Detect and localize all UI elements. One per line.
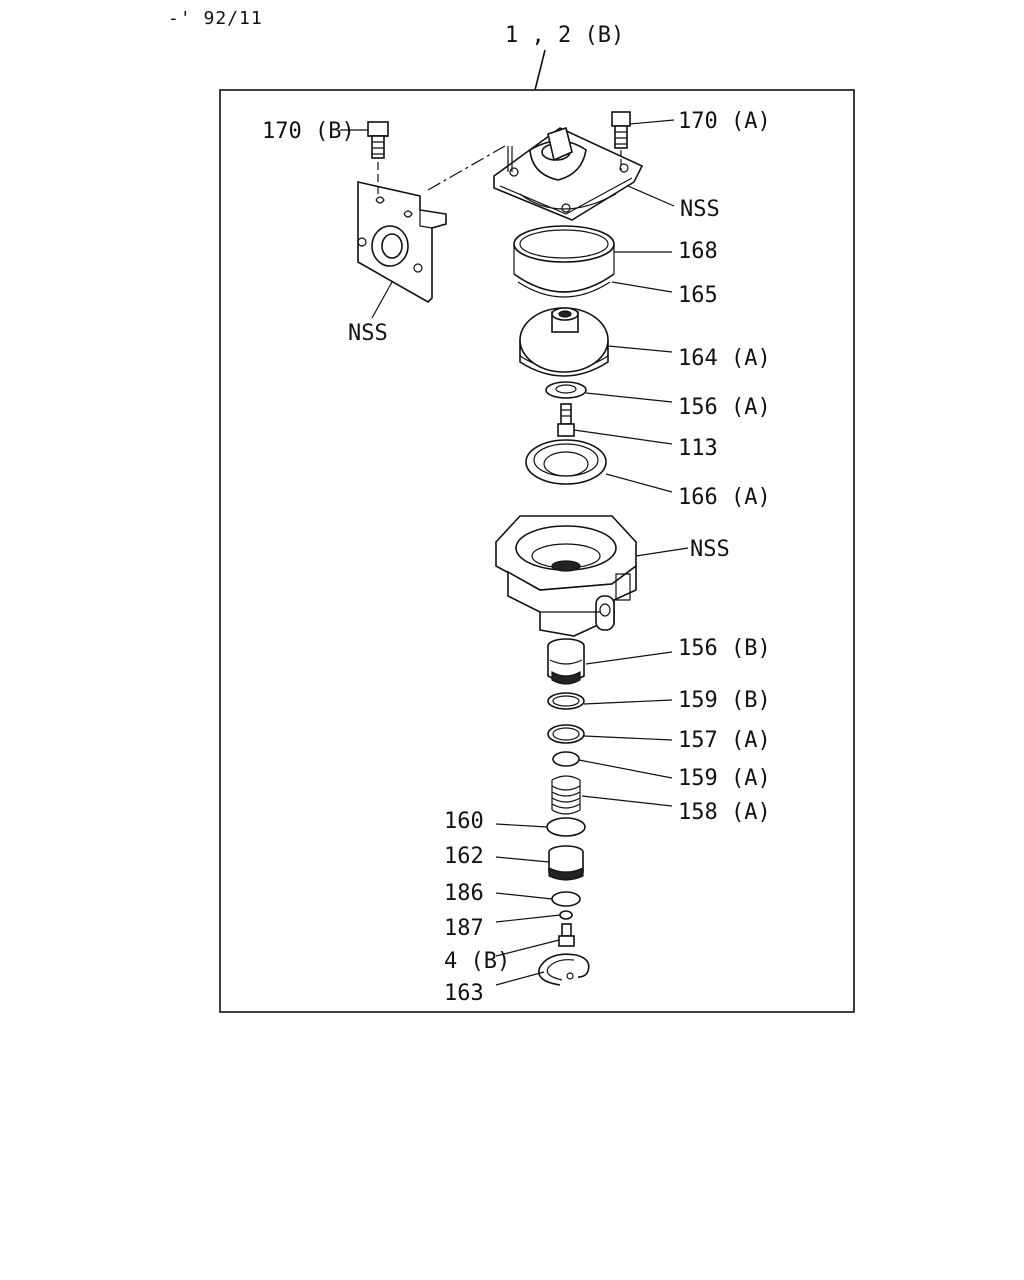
callout-4b: 4 (B) <box>444 949 510 974</box>
valve-seat-156b <box>547 638 585 685</box>
spring-158a <box>551 775 581 815</box>
valve-162 <box>548 845 584 881</box>
seal-ring-168 <box>513 225 615 274</box>
callout-nss-body: NSS <box>690 537 730 562</box>
callout-170b: 170 (B) <box>262 119 355 144</box>
date-code: -' 92/11 <box>168 8 263 29</box>
ring-157a <box>547 724 585 744</box>
ring-165 <box>513 273 615 298</box>
callout-164a: 164 (A) <box>678 346 771 371</box>
callout-nss-top: NSS <box>680 197 720 222</box>
callout-157a: 157 (A) <box>678 728 771 753</box>
oring-159a <box>552 751 580 767</box>
screw-113 <box>557 403 575 437</box>
callout-170a: 170 (A) <box>678 109 771 134</box>
assembly-ref-leader <box>534 49 546 91</box>
oring-160 <box>546 817 586 837</box>
diaphragm-166a <box>525 439 607 485</box>
snap-ring-163 <box>538 953 590 986</box>
callout-187: 187 <box>444 916 484 941</box>
callout-162: 162 <box>444 844 484 869</box>
callout-160: 160 <box>444 809 484 834</box>
callout-158a: 158 (A) <box>678 800 771 825</box>
mounting-bracket <box>357 180 447 303</box>
callout-nss-bracket: NSS <box>348 321 388 346</box>
diagram-frame <box>219 89 855 1013</box>
callout-165: 165 <box>678 283 718 308</box>
callout-186: 186 <box>444 881 484 906</box>
screw-4b <box>558 923 575 947</box>
alignment-centerline <box>427 145 506 191</box>
callout-159a: 159 (A) <box>678 766 771 791</box>
callout-166a: 166 (A) <box>678 485 771 510</box>
piston-164a <box>519 307 609 377</box>
callout-156b: 156 (B) <box>678 636 771 661</box>
bolt-170a <box>611 111 631 170</box>
assembly-ref-label: 1 , 2 (B) <box>505 23 624 48</box>
washer-156a <box>545 381 587 399</box>
washer-187 <box>559 910 573 920</box>
callout-168: 168 <box>678 239 718 264</box>
callout-113: 113 <box>678 436 718 461</box>
washer-186 <box>551 891 581 907</box>
leader-lines <box>340 119 689 986</box>
bolt-170b <box>367 121 389 196</box>
oring-159b <box>547 692 585 710</box>
callout-159b: 159 (B) <box>678 688 771 713</box>
top-cover <box>493 126 644 221</box>
callout-163: 163 <box>444 981 484 1006</box>
callout-156a: 156 (A) <box>678 395 771 420</box>
valve-body <box>495 515 637 637</box>
